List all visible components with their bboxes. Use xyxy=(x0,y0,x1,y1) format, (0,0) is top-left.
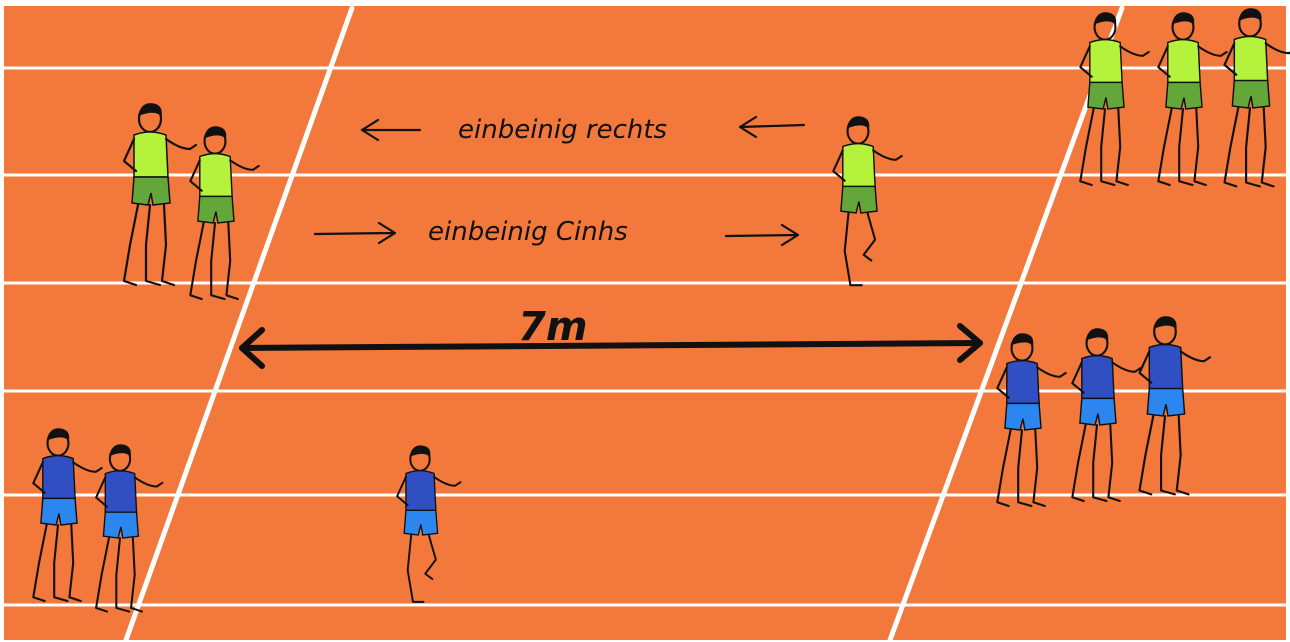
bottom-instruction-label: einbeinig Cinhs xyxy=(428,217,628,247)
top-instruction-label: einbeinig rechts xyxy=(458,115,667,145)
